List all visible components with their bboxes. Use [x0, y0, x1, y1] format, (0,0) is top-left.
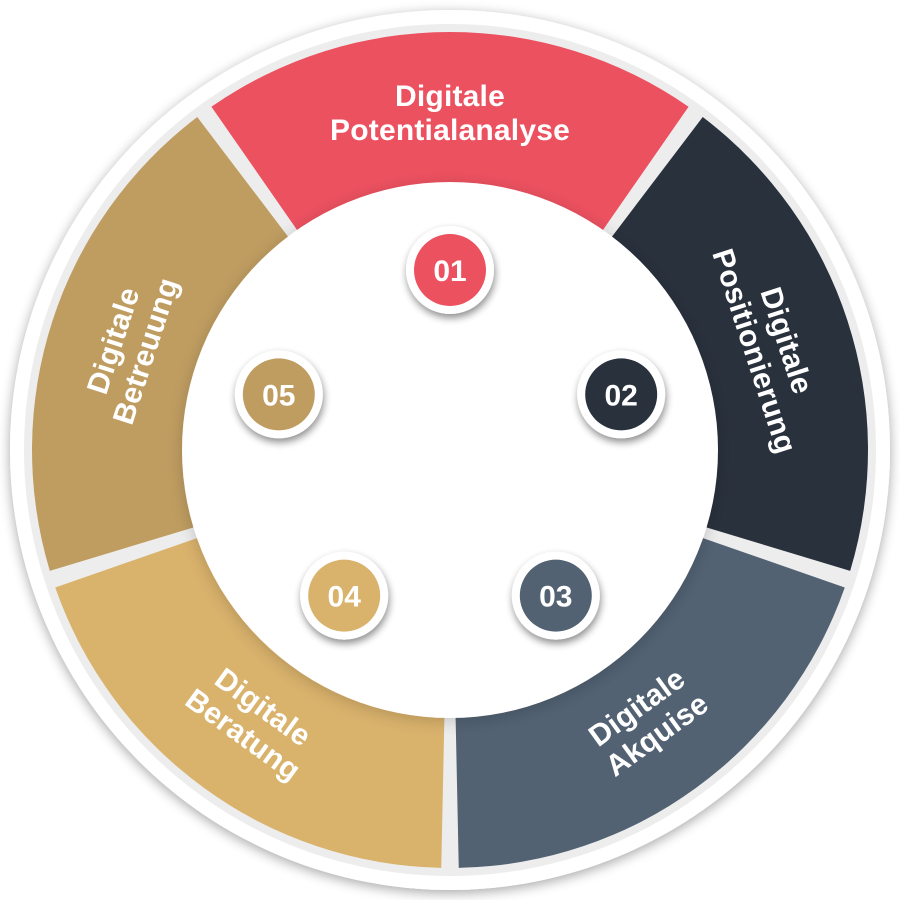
number-badge-01: 01 — [406, 226, 494, 314]
badge-number: 04 — [328, 581, 362, 614]
segments-layer — [32, 32, 868, 868]
number-badge-05: 05 — [234, 350, 323, 439]
number-badge-02: 02 — [577, 350, 666, 439]
badge-number: 01 — [433, 255, 466, 288]
segment-04 — [55, 532, 445, 868]
segment-01 — [211, 32, 689, 245]
badge-number: 02 — [605, 379, 638, 412]
badge-number: 03 — [539, 581, 572, 614]
segment-title-line2: Potentialanalyse — [330, 114, 570, 147]
number-badge-03: 03 — [511, 551, 600, 640]
segment-03 — [455, 532, 845, 868]
number-badge-04: 04 — [300, 551, 389, 640]
segment-title-line1: Digitale — [395, 80, 505, 113]
badge-number: 05 — [262, 379, 295, 412]
badges-layer: 01 02 03 04 05 — [234, 226, 666, 640]
segment-05 — [32, 117, 299, 571]
segment-02 — [601, 117, 868, 571]
